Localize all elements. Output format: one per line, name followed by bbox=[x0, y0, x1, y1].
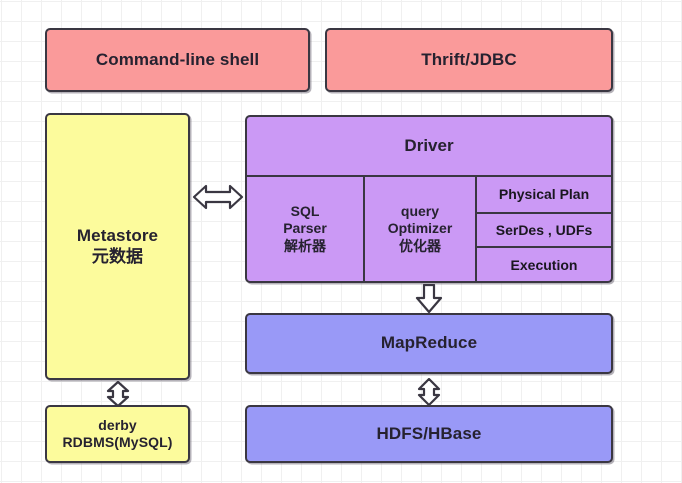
thrift-jdbc-label: Thrift/JDBC bbox=[421, 49, 517, 69]
node-command-line-shell[interactable]: Command-line shell bbox=[45, 28, 310, 92]
arrow-metastore-database bbox=[103, 381, 133, 407]
driver-header: Driver bbox=[247, 117, 611, 177]
query-optimizer-line3: 优化器 bbox=[398, 237, 441, 254]
node-metastore-database[interactable]: derby RDBMS(MySQL) bbox=[45, 405, 190, 463]
driver-cell-stack: Physical Plan SerDes , UDFs Execution bbox=[477, 177, 611, 281]
command-line-shell-label: Command-line shell bbox=[95, 49, 260, 69]
driver-cell-sql-parser[interactable]: SQL Parser 解析器 bbox=[247, 177, 365, 281]
mapreduce-label: MapReduce bbox=[380, 333, 478, 353]
physical-plan-label: Physical Plan bbox=[498, 186, 590, 203]
metastore-label-en: Metastore bbox=[76, 226, 159, 246]
hdfs-hbase-label: HDFS/HBase bbox=[376, 423, 482, 443]
query-optimizer-line2: Optimizer bbox=[387, 220, 453, 237]
node-driver-panel[interactable]: Driver SQL Parser 解析器 query Optimizer 优化… bbox=[245, 115, 613, 283]
driver-stack-physical-plan[interactable]: Physical Plan bbox=[477, 177, 611, 212]
node-thrift-jdbc[interactable]: Thrift/JDBC bbox=[325, 28, 613, 92]
sql-parser-line3: 解析器 bbox=[284, 237, 326, 254]
driver-body: SQL Parser 解析器 query Optimizer 优化器 Physi… bbox=[247, 177, 611, 281]
metastore-db-line2: RDBMS(MySQL) bbox=[62, 434, 173, 450]
driver-title: Driver bbox=[404, 136, 454, 155]
sql-parser-line1: SQL bbox=[290, 203, 320, 220]
node-mapreduce[interactable]: MapReduce bbox=[245, 313, 613, 374]
node-hdfs-hbase[interactable]: HDFS/HBase bbox=[245, 405, 613, 463]
query-optimizer-line1: query bbox=[400, 203, 440, 220]
driver-stack-serdes-udfs[interactable]: SerDes , UDFs bbox=[477, 211, 611, 247]
arrow-metastore-driver bbox=[192, 182, 244, 212]
serdes-udfs-label: SerDes , UDFs bbox=[495, 222, 593, 238]
execution-label: Execution bbox=[510, 256, 578, 273]
driver-stack-execution[interactable]: Execution bbox=[477, 246, 611, 281]
node-metastore[interactable]: Metastore 元数据 bbox=[45, 113, 190, 380]
arrow-mapreduce-storage bbox=[414, 378, 444, 406]
metastore-db-line1: derby bbox=[98, 417, 137, 434]
arrow-driver-mapreduce bbox=[414, 284, 444, 314]
driver-cell-query-optimizer[interactable]: query Optimizer 优化器 bbox=[365, 177, 477, 281]
sql-parser-line2: Parser bbox=[283, 220, 327, 237]
metastore-label-zh: 元数据 bbox=[91, 246, 144, 266]
